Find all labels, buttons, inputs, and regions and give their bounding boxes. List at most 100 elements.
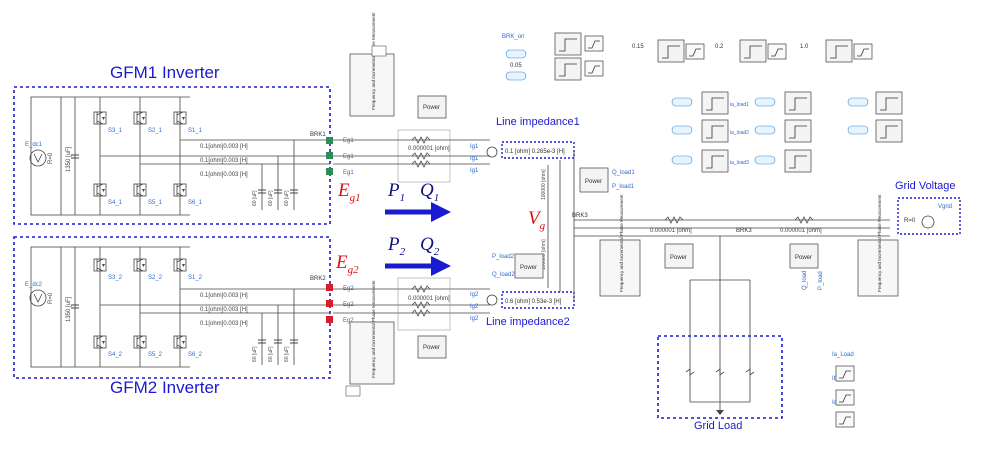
- series-resistors-1: 0.000001 [ohm] Ig1 Ig1 Ig1: [333, 129, 490, 183]
- svg-text:0.1[ohm]0.003 [H]: 0.1[ohm]0.003 [H]: [200, 307, 248, 313]
- svg-text:S3_2: S3_2: [108, 275, 123, 281]
- svg-text:60 [uF]: 60 [uF]: [252, 190, 258, 206]
- svg-text:BRK_on: BRK_on: [502, 34, 524, 40]
- gfm2-title: GFM2 Inverter: [110, 378, 220, 397]
- ac-source-icon: [921, 215, 935, 229]
- svg-text:S2_1: S2_1: [148, 128, 163, 134]
- svg-text:0.1[ohm]0.003 [H]: 0.1[ohm]0.003 [H]: [200, 158, 248, 164]
- svg-text:Vgrid: Vgrid: [938, 204, 952, 210]
- power-meter-1: Power: [417, 95, 447, 119]
- brk1-phase-c: [326, 168, 333, 175]
- line-impedance-1: 0.1 [ohm] 0.265e-3 [H]: [486, 141, 575, 159]
- svg-text:60 [uF]: 60 [uF]: [268, 346, 274, 362]
- svg-text:P_load: P_load: [818, 271, 824, 290]
- svg-text:Power: Power: [670, 255, 687, 261]
- svg-text:Power: Power: [795, 255, 812, 261]
- svg-text:R=0: R=0: [904, 218, 916, 224]
- svg-text:Ig2: Ig2: [470, 316, 479, 322]
- svg-text:Ig1: Ig1: [470, 156, 479, 162]
- svg-text:Ia_Load: Ia_Load: [832, 352, 854, 358]
- grid-load-title: Grid Load: [694, 420, 743, 432]
- svg-text:60 [uF]: 60 [uF]: [284, 346, 290, 362]
- brk2-phase-a: [326, 284, 333, 291]
- table-bank: ia_load1 ia_load2 ia_load3: [671, 91, 903, 173]
- p2-symbol: P2: [388, 234, 406, 258]
- edc2-label: E_dc2: [25, 282, 43, 288]
- power-meter-load1: [579, 167, 609, 193]
- svg-text:BRK3: BRK3: [736, 228, 752, 234]
- svg-text:Power: Power: [520, 265, 537, 271]
- power-meter-load2: [514, 253, 544, 279]
- svg-text:Frequency and Incremental Phas: Frequency and Incremental Phase Measurem…: [371, 12, 376, 110]
- svg-text:100000 [ohm]: 100000 [ohm]: [541, 239, 547, 270]
- brk1-phase-a: [326, 137, 333, 144]
- svg-text:0.000001 [ohm]: 0.000001 [ohm]: [408, 146, 450, 152]
- svg-text:0.1[ohm]0.003 [H]: 0.1[ohm]0.003 [H]: [200, 321, 248, 327]
- svg-text:60 [uF]: 60 [uF]: [252, 346, 258, 362]
- brk2-phase-b: [326, 300, 333, 307]
- vg-symbol: Vg: [528, 208, 546, 232]
- freq-meas-3: Frequency and Incremental Phase Measurem…: [599, 194, 641, 297]
- svg-text:R=0: R=0: [48, 152, 54, 164]
- p1-symbol: P1: [388, 180, 406, 204]
- svg-text:0.15: 0.15: [632, 44, 644, 50]
- svg-text:S5_2: S5_2: [148, 352, 163, 358]
- svg-text:BRK1: BRK1: [310, 132, 326, 138]
- gfm2-inverter: E_dc2 R=0 1350 [uF] S3_2 S2_2 S1_2 S4_2 …: [13, 236, 331, 379]
- svg-text:P_load1: P_load1: [612, 184, 635, 190]
- svg-text:Ig2: Ig2: [470, 292, 479, 298]
- q2-symbol: Q2: [420, 234, 440, 258]
- brk2-phase-c: [326, 316, 333, 323]
- svg-text:60 [uF]: 60 [uF]: [284, 190, 290, 206]
- load-current-tags: Ia_Load Ib_Load Ic_Load: [832, 352, 855, 428]
- svg-text:Ig1: Ig1: [470, 168, 479, 174]
- svg-text:0.6 [ohm] 0.53e-3 [H]: 0.6 [ohm] 0.53e-3 [H]: [505, 299, 562, 305]
- comparator-bank: BRK_on 0.05 0.15 0.2 1.0: [502, 32, 873, 81]
- svg-text:0.1 [ohm] 0.265e-3 [H]: 0.1 [ohm] 0.265e-3 [H]: [505, 149, 565, 155]
- svg-text:BRK3: BRK3: [572, 213, 588, 219]
- svg-text:S2_2: S2_2: [148, 275, 163, 281]
- svg-text:0.05: 0.05: [510, 63, 522, 69]
- svg-text:Q_load2: Q_load2: [492, 272, 515, 278]
- svg-text:1350 [uF]: 1350 [uF]: [66, 296, 72, 322]
- grid-voltage-title: Grid Voltage: [895, 180, 956, 192]
- series-resistors-2: 0.000001 [ohm] Ig2 Ig2 Ig2: [333, 277, 490, 331]
- svg-text:S5_1: S5_1: [148, 200, 163, 206]
- svg-text:Ig2: Ig2: [470, 304, 479, 310]
- svg-text:S4_2: S4_2: [108, 352, 123, 358]
- svg-text:ia_load1: ia_load1: [730, 102, 749, 108]
- svg-text:Power: Power: [585, 179, 602, 185]
- power-meter-2: Power: [417, 335, 447, 359]
- power-meter-load3: Power Power Q_load P_load: [664, 243, 824, 290]
- line-impedance-2-title: Line impedance2: [486, 316, 570, 328]
- freq-meas-1: Frequency and Incremental Phase Measurem…: [349, 12, 395, 117]
- q1-symbol: Q1: [420, 180, 440, 204]
- svg-text:1350 [uF]: 1350 [uF]: [66, 146, 72, 172]
- svg-text:S6_1: S6_1: [188, 200, 203, 206]
- svg-text:60 [uF]: 60 [uF]: [268, 190, 274, 206]
- eg1-symbol: Eg1: [338, 180, 361, 204]
- gfm1-inverter: E_dc1 R=0 1350 [uF] S3_1 S2_1 S1_1 S4_1 …: [13, 86, 331, 225]
- svg-text:0.1[ohm]0.003 [H]: 0.1[ohm]0.003 [H]: [200, 293, 248, 299]
- svg-text:S1_2: S1_2: [188, 275, 203, 281]
- eg2-symbol: Eg2: [336, 252, 359, 276]
- svg-text:Frequency and Incremental Phas: Frequency and Incremental Phase Measurem…: [877, 194, 882, 292]
- edc1-label: E_dc1: [25, 142, 43, 148]
- svg-text:1.0: 1.0: [800, 44, 809, 50]
- ground-icon: [716, 410, 724, 415]
- svg-text:ia_load3: ia_load3: [730, 160, 749, 166]
- svg-text:Eg1: Eg1: [343, 170, 354, 176]
- svg-text:Eg1: Eg1: [343, 138, 354, 144]
- svg-text:S4_1: S4_1: [108, 200, 123, 206]
- svg-text:P_load2: P_load2: [492, 254, 515, 260]
- dc-source-2-icon: [29, 289, 47, 307]
- grid-load: [657, 236, 783, 419]
- line-impedance-1-title: Line impedance1: [496, 116, 580, 128]
- svg-text:0.2: 0.2: [715, 44, 724, 50]
- dc-source-1-icon: [29, 149, 47, 167]
- svg-text:BRK2: BRK2: [310, 276, 326, 282]
- svg-text:S3_1: S3_1: [108, 128, 123, 134]
- svg-text:R=0: R=0: [48, 292, 54, 304]
